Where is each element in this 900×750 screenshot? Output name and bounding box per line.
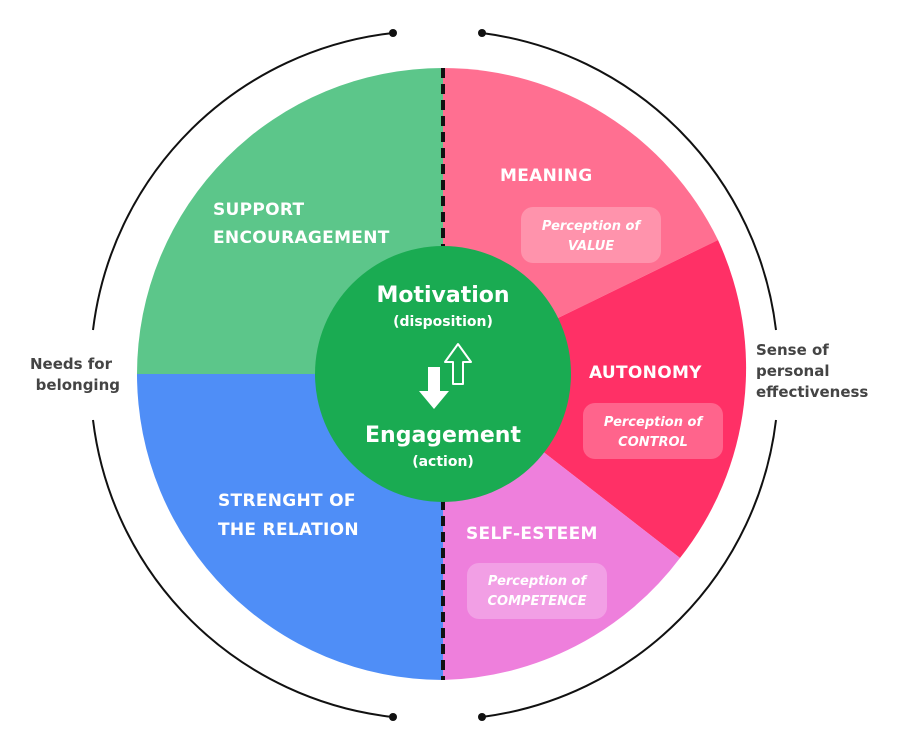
arc-endpoint-dot (389, 29, 397, 37)
meaning-title: MEANING (500, 166, 593, 186)
right-side-label-line3: effectiveness (756, 383, 868, 401)
support-label-line1: SUPPORT (213, 200, 305, 220)
relation-label: THE RELATION (218, 520, 359, 540)
right-side-label-line1: Sense of (756, 341, 829, 359)
meaning-pill-line1: Perception of (542, 219, 643, 234)
self-esteem-pill-line1: Perception of (488, 574, 589, 589)
left-side-label-line1: Needs for (30, 355, 113, 373)
center-circle (315, 246, 571, 502)
autonomy-pill-line1: Perception of (604, 415, 705, 430)
strength-label: STRENGHT OF (218, 491, 356, 511)
strength-label-line2: THE RELATION (218, 520, 359, 540)
right-side-label-line2: personal (756, 362, 829, 380)
left-side-label-line2: belonging (36, 376, 120, 394)
encouragement-label: ENCOURAGEMENT (213, 228, 390, 248)
autonomy-title: AUTONOMY (589, 363, 702, 383)
right-bracket-arc-lower (481, 419, 777, 718)
right-bracket-arc (481, 32, 777, 331)
up-arrow-icon (444, 343, 472, 385)
left-bracket-arc-lower (92, 419, 394, 718)
support-label: SUPPORT (213, 200, 305, 220)
arc-endpoint-dot (478, 713, 486, 721)
disposition-subtitle: (disposition) (393, 314, 493, 330)
segment-autonomy (443, 240, 747, 558)
arc-endpoint-dot (389, 713, 397, 721)
meaning-pill (521, 207, 661, 263)
autonomy-pill-line2: CONTROL (618, 435, 688, 450)
meaning-pill-line2: VALUE (568, 239, 614, 254)
engagement-title: Engagement (365, 423, 521, 448)
self-esteem-pill-line2: COMPETENCE (488, 594, 587, 609)
down-arrow-icon (419, 367, 449, 409)
self-esteem-pill (467, 563, 607, 619)
left-bracket-arc (92, 32, 394, 331)
motivation-title: Motivation (376, 283, 509, 308)
action-subtitle: (action) (412, 454, 474, 470)
support-label-line2: ENCOURAGEMENT (213, 228, 390, 248)
up-down-arrows-icon (419, 343, 472, 409)
strength-label-line1: STRENGHT OF (218, 491, 356, 511)
self-esteem-title: SELF-ESTEEM (466, 524, 598, 544)
autonomy-pill (583, 403, 723, 459)
arc-endpoint-dot (478, 29, 486, 37)
